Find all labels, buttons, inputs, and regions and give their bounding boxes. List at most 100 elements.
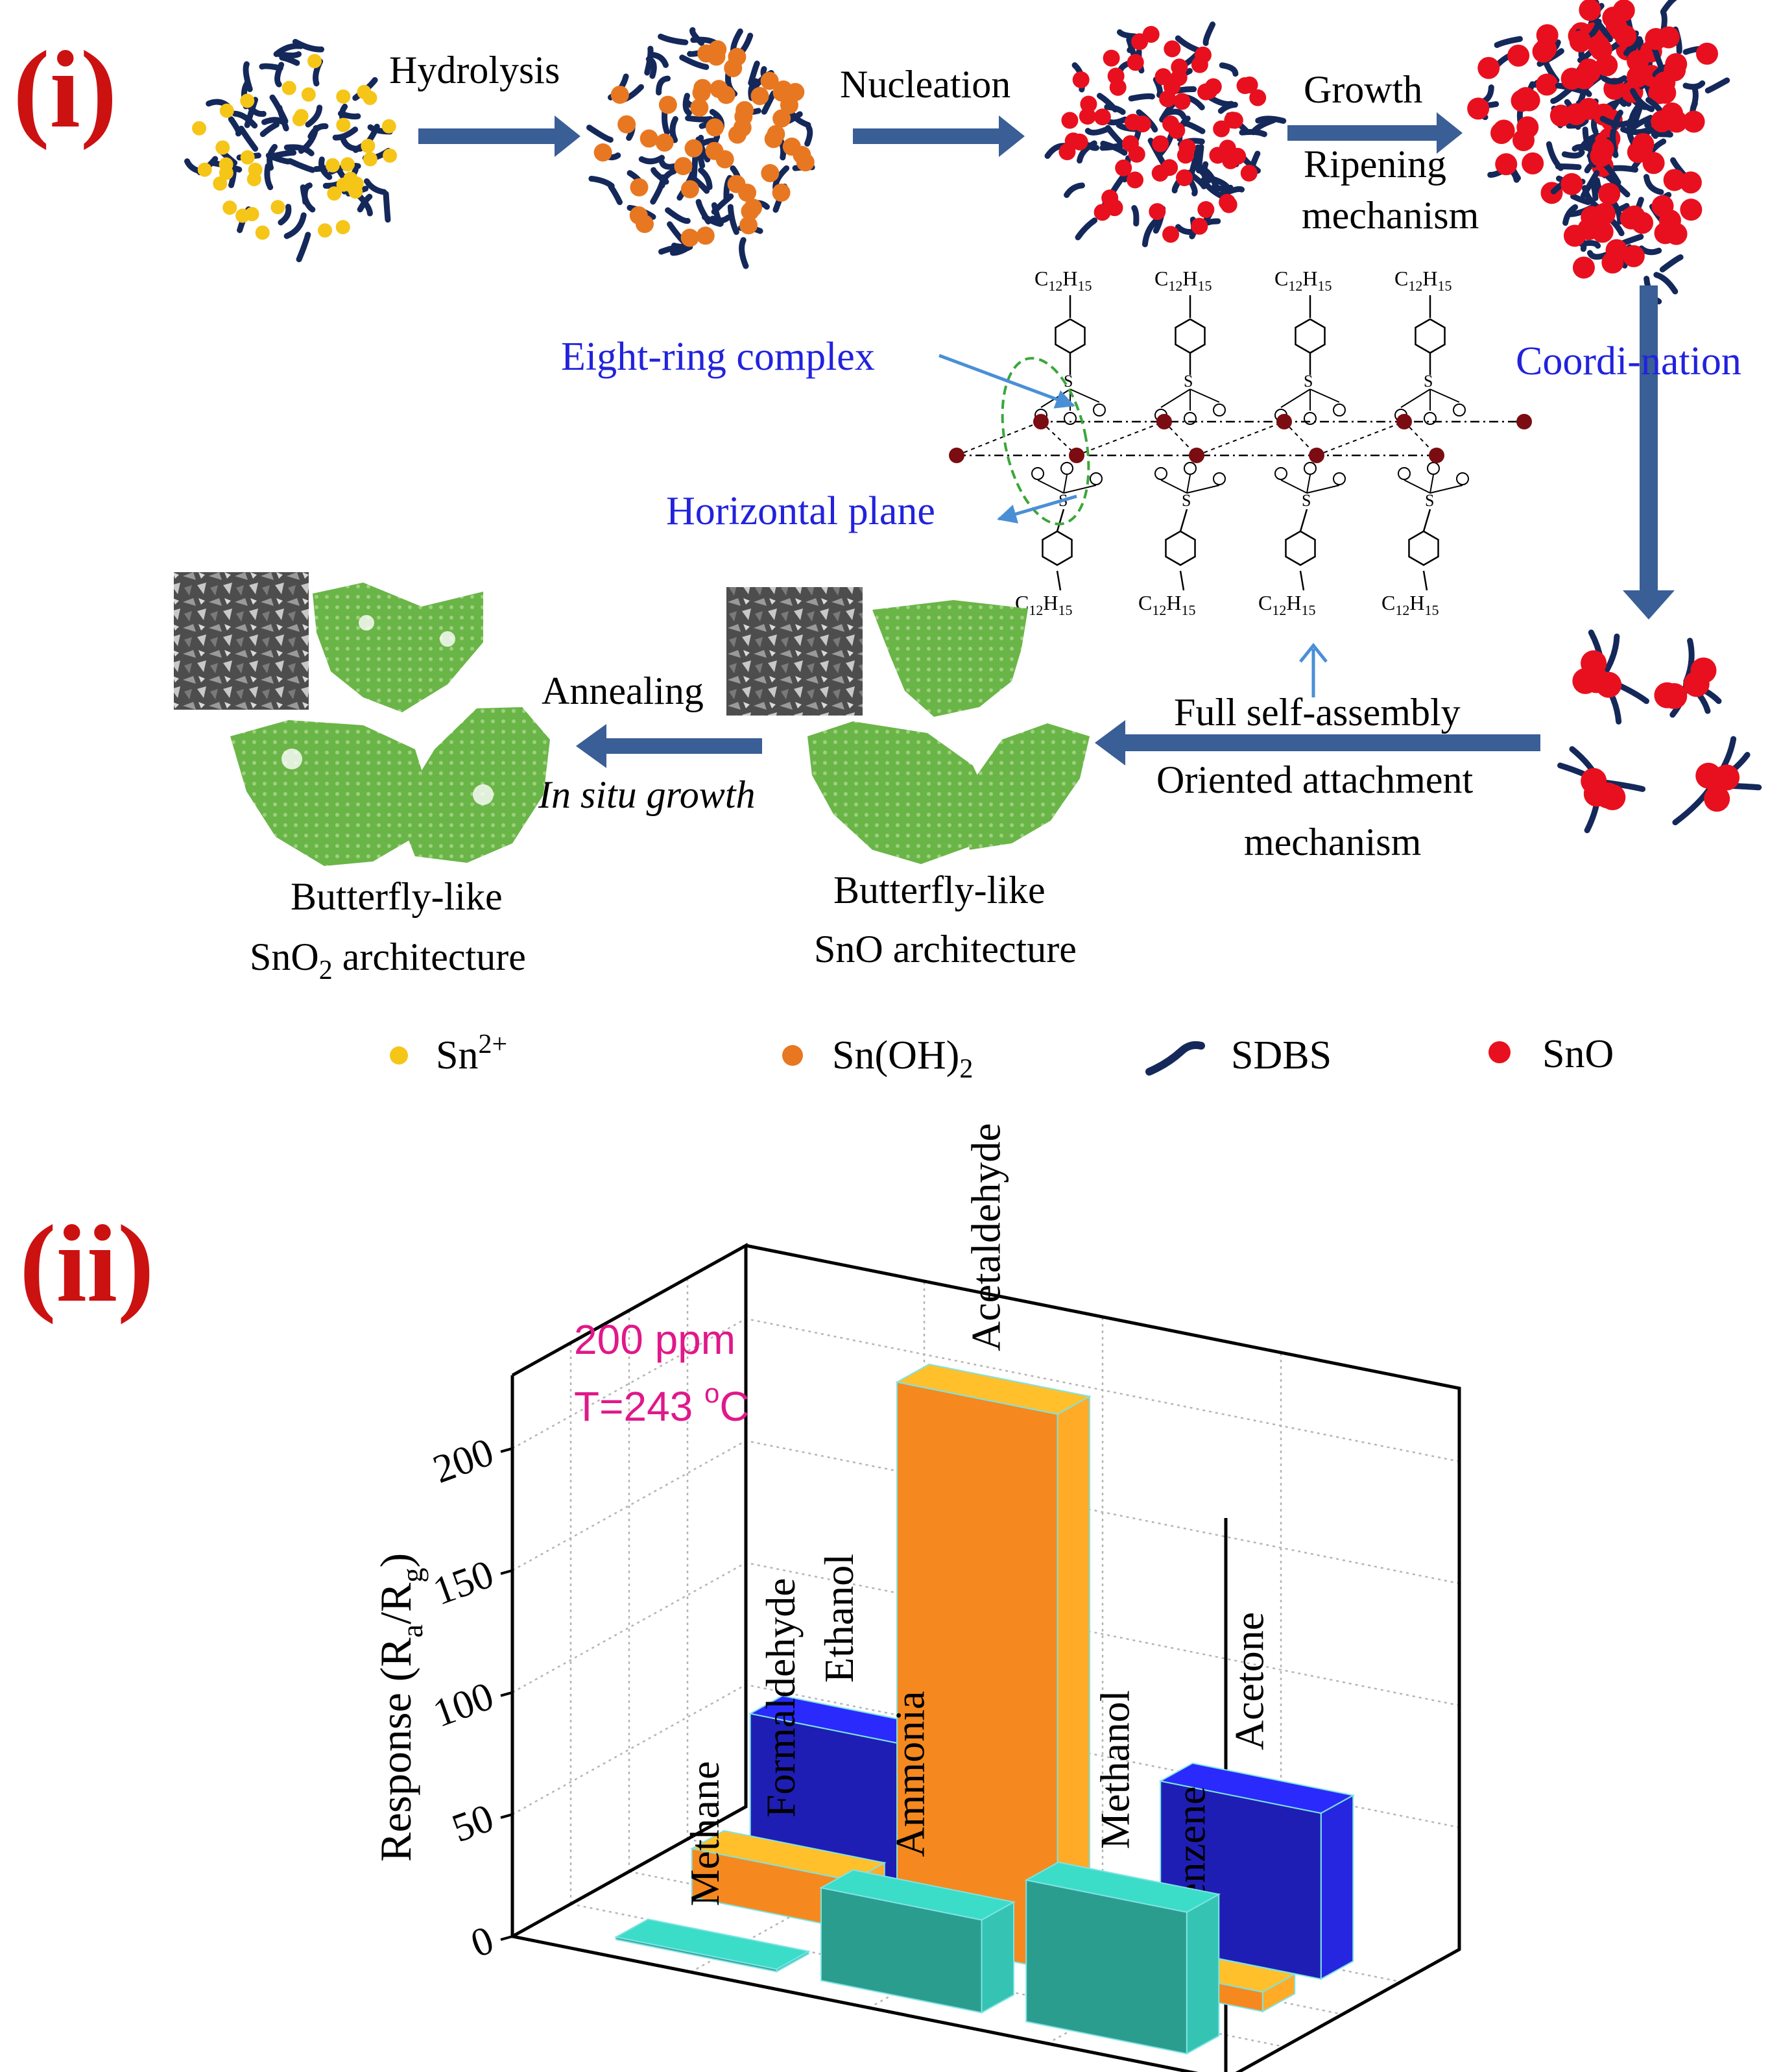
particle-dot: [690, 99, 709, 117]
particle-dot: [383, 148, 398, 163]
c12h15-label: C12H15: [1381, 591, 1439, 618]
particle-dot: [1512, 129, 1535, 152]
s-atom: S: [1424, 372, 1433, 391]
sdbs-chain: [259, 63, 283, 71]
oxygen-atom: [1213, 404, 1226, 416]
particle-dot: [772, 183, 791, 202]
particle-dot: [1569, 30, 1592, 53]
bar-top-face: [614, 1918, 811, 1970]
eight-ring-complex-label: Eight-ring complex: [561, 335, 875, 379]
particle-dot: [1596, 54, 1618, 77]
arrow-nucleation: [853, 115, 1025, 157]
sdbs-chain: [1659, 254, 1684, 272]
particle-dot: [617, 115, 636, 134]
sdbs-chain: [658, 33, 689, 45]
particle-dot: [1467, 97, 1490, 120]
sdbs-chain: [264, 163, 274, 191]
particle-dot: [1124, 114, 1142, 131]
particle-dot: [1131, 33, 1149, 51]
bar-top-face: [1158, 1762, 1356, 1814]
sdbs-chain: [1175, 35, 1203, 54]
sdbs-chain: [1704, 77, 1730, 94]
oxygen-atom: [1427, 462, 1440, 475]
nucleation-label: Nucleation: [840, 63, 1010, 106]
eight-ring-highlight: [1001, 357, 1090, 525]
particle-dot: [270, 200, 285, 215]
oxygen-atom: [1453, 404, 1466, 416]
bar-label: Ammonia: [887, 1691, 933, 1857]
particle-dot: [772, 109, 791, 128]
oxygen-atom: [1398, 467, 1411, 480]
particle-dot: [1535, 38, 1557, 60]
sn-atom: [1516, 414, 1532, 429]
oxygen-atom: [1274, 467, 1287, 480]
particle-dot: [1581, 767, 1607, 794]
sdbs-chain: [1195, 144, 1204, 173]
sdbs-chain: [1104, 104, 1126, 115]
y-axis-label: Response (Ra/Rg): [371, 1553, 429, 1862]
oxygen-atom: [1213, 472, 1226, 485]
sdbs-chain: [1084, 126, 1110, 136]
annealing-label: Annealing: [542, 669, 704, 712]
particle-dot: [1536, 73, 1559, 96]
sdbs-chain: [695, 199, 711, 224]
sdbs-chain: [586, 125, 614, 143]
sdbs-chain: [243, 61, 253, 92]
sdbs-chain: [1100, 140, 1128, 156]
particle-dot: [610, 86, 629, 104]
particle-dot: [750, 87, 769, 106]
particle-dot: [1605, 239, 1628, 261]
particle-dot: [1197, 200, 1215, 218]
growth-label: Growth: [1304, 68, 1422, 111]
sn-atom: [1189, 448, 1204, 463]
sno-butterfly: [726, 587, 1090, 864]
sdbs-chain: [298, 125, 319, 154]
particle-dot: [1220, 196, 1237, 213]
particle-dot: [240, 150, 255, 165]
particle-dot: [1627, 50, 1649, 73]
sdbs-chain: [1183, 121, 1206, 134]
particle-dot: [674, 157, 693, 176]
particle-dot: [655, 133, 674, 152]
sdbs-chain: [1594, 18, 1613, 43]
sdbs-chain: [1578, 240, 1601, 249]
benzene-ring: [1042, 530, 1073, 566]
particle-dot: [219, 165, 233, 180]
sdbs-chain: [383, 191, 391, 223]
sdbs-chain: [748, 60, 760, 86]
s-atom: S: [1425, 491, 1434, 510]
oxygen-atom: [1184, 462, 1197, 475]
sno-grown-cluster: [1467, 0, 1730, 305]
sdbs-chain: [608, 184, 623, 206]
sdbs-chain: [1217, 101, 1238, 114]
sno-coordinated-cluster: [1557, 629, 1762, 834]
sdbs-chain: [679, 54, 710, 70]
particle-dot: [294, 108, 309, 123]
sdbs-chain: [1561, 149, 1585, 159]
ripening-label: Ripening: [1304, 143, 1446, 186]
bar-label: Ethanol: [816, 1554, 862, 1683]
sdbs-chain: [1638, 245, 1662, 256]
oxygen-atom: [1064, 412, 1077, 425]
sdbs-chain: [1643, 174, 1664, 195]
oxygen-atom: [1456, 472, 1469, 485]
c12h15-label: C12H15: [1258, 591, 1315, 618]
particle-dot: [710, 80, 728, 99]
sno-wing-left: [807, 721, 992, 864]
snoh2-sdbs-cluster: [586, 27, 815, 269]
panel-i: (i) Hydrolysis Nucleation Growth Ripenin…: [13, 0, 1762, 1084]
sdbs-chain: [727, 204, 739, 235]
sdbs-chain: [259, 121, 280, 138]
sdbs-chain: [1494, 36, 1523, 48]
horizontal-plane-label: Horizontal plane: [666, 489, 935, 533]
particle-dot: [708, 40, 727, 59]
legend-sdbs-marker: [1145, 1041, 1205, 1076]
legend-sdbs-label: SDBS: [1231, 1033, 1332, 1078]
eight-ring-complex-structure: C12H15SC12H15SC12H15SC12H15SC12H15SC12H1…: [949, 267, 1532, 618]
c12h15-label: C12H15: [1138, 591, 1195, 618]
sno-nuclei-cluster: [1044, 21, 1287, 248]
sdbs-chain: [332, 126, 359, 141]
sdbs-chain: [698, 167, 713, 191]
particle-dot: [1162, 115, 1180, 133]
